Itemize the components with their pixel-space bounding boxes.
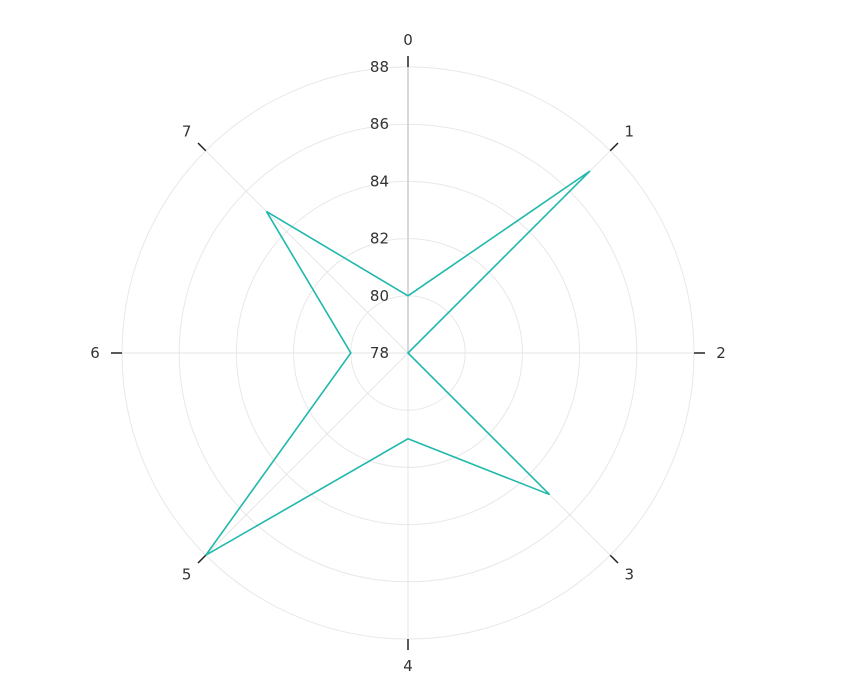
angular-tick-label: 7 xyxy=(182,123,192,141)
angular-tick-label: 3 xyxy=(625,565,635,583)
angular-axis-ticks xyxy=(111,56,705,650)
radial-tick-label: 80 xyxy=(370,287,389,305)
angular-tick xyxy=(609,554,619,564)
angular-tick xyxy=(609,142,619,152)
angular-tick-label: 0 xyxy=(403,31,413,49)
angular-tick-label: 6 xyxy=(90,344,100,362)
angular-tick-label: 1 xyxy=(625,123,635,141)
angular-tick xyxy=(197,554,207,564)
radial-tick-label: 78 xyxy=(370,344,389,362)
series-layer xyxy=(205,170,591,556)
radial-tick-label: 84 xyxy=(370,172,389,190)
radial-tick-label: 82 xyxy=(370,230,389,248)
angular-tick xyxy=(197,142,207,152)
angular-axis-labels: 0 1 2 3 4 5 6 7 xyxy=(90,31,726,675)
spoke-line xyxy=(205,352,409,556)
angular-tick-label: 5 xyxy=(182,565,192,583)
spoke-line xyxy=(205,150,409,354)
radial-tick-label: 86 xyxy=(370,115,389,133)
radial-tick-label: 88 xyxy=(370,58,389,76)
angular-tick-label: 2 xyxy=(716,344,726,362)
radial-axis-labels: 78 80 82 84 86 88 xyxy=(370,58,389,362)
angular-tick-label: 4 xyxy=(403,657,413,675)
